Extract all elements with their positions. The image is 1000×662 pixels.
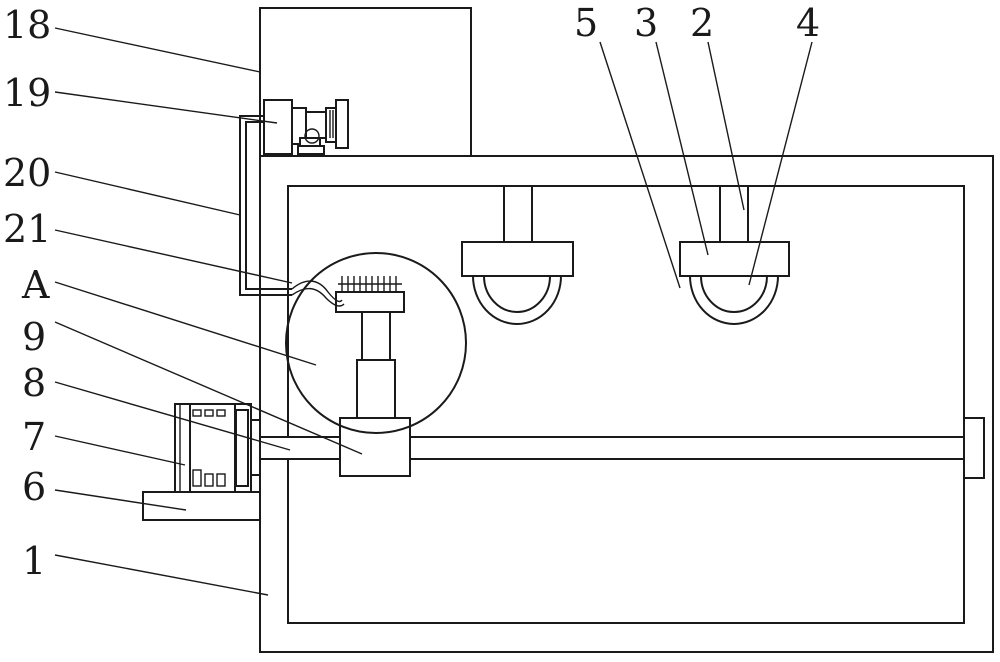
- label-21: 21: [3, 207, 51, 251]
- label-7: 7: [22, 415, 46, 459]
- label-6: 6: [22, 465, 46, 509]
- label-8: 8: [22, 361, 46, 405]
- label-5: 5: [574, 1, 598, 45]
- label-1: 1: [22, 539, 46, 583]
- label-3: 3: [634, 1, 658, 45]
- label-2: 2: [690, 1, 714, 45]
- leader-lines: [54, 27, 813, 596]
- label-9: 9: [22, 315, 46, 359]
- head-left: [461, 185, 574, 325]
- hose-21: [291, 280, 345, 307]
- pipe-20: [239, 115, 292, 296]
- label-19: 19: [3, 71, 51, 115]
- label-20: 20: [3, 151, 51, 195]
- label-a: A: [21, 263, 50, 307]
- detail-circle-a: [285, 252, 467, 434]
- head-right: [679, 185, 790, 325]
- motor-7: [174, 403, 252, 493]
- slider-block-9: [339, 417, 411, 477]
- lift-column: [335, 276, 405, 419]
- callout-labels: 18 19 20 21 A 9 8 7 6 1 5 3 2 4: [3, 1, 820, 583]
- label-18: 18: [3, 3, 51, 47]
- label-4: 4: [796, 1, 820, 45]
- main-frame-1: [259, 155, 994, 653]
- pump-19: [263, 99, 349, 155]
